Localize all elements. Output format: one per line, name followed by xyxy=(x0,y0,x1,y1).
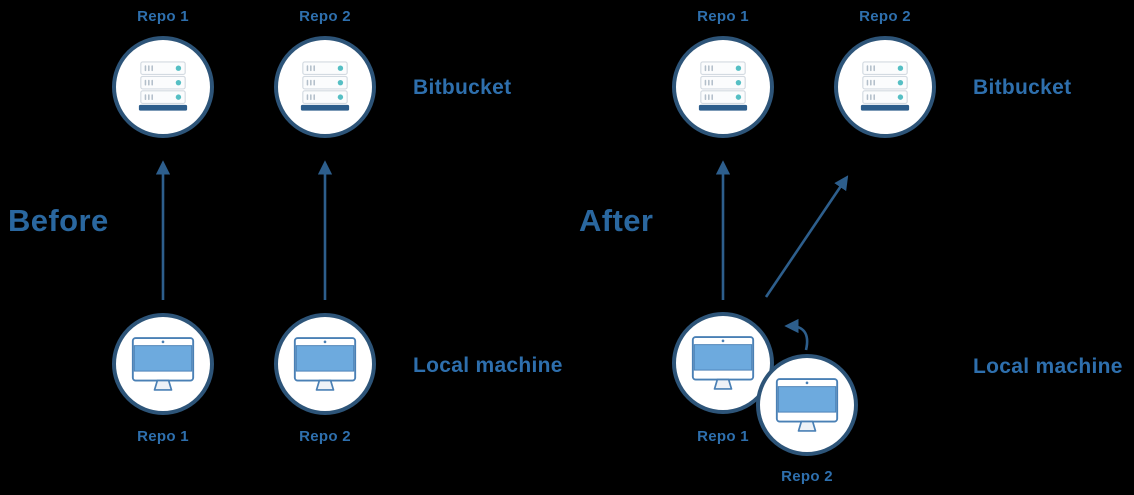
before-remote-repo1-node xyxy=(112,36,214,138)
server-stack-icon xyxy=(300,61,350,111)
after-local-repo1-node xyxy=(672,312,774,414)
before-local-repo2-node xyxy=(274,313,376,415)
desktop-computer-icon xyxy=(131,336,195,391)
after-local-repo1-label: Repo 1 xyxy=(697,428,749,445)
after-local-repo2-label: Repo 2 xyxy=(781,468,833,485)
server-stack-icon xyxy=(860,61,910,111)
desktop-computer-icon xyxy=(775,377,839,432)
before-bitbucket-label: Bitbucket xyxy=(413,76,512,99)
before-local-machine-label: Local machine xyxy=(413,354,563,377)
after-local-machine-label: Local machine xyxy=(973,355,1123,378)
after-remote-repo1-label: Repo 1 xyxy=(697,8,749,25)
after-bitbucket-label: Bitbucket xyxy=(973,76,1072,99)
before-local-repo1-node xyxy=(112,313,214,415)
before-local-repo1-label: Repo 1 xyxy=(137,428,189,445)
arrow-up-right-icon xyxy=(764,175,849,298)
before-remote-repo2-node xyxy=(274,36,376,138)
curved-arrow-icon xyxy=(784,318,809,351)
server-stack-icon xyxy=(698,61,748,111)
after-remote-repo2-node xyxy=(834,36,936,138)
before-remote-repo1-label: Repo 1 xyxy=(137,8,189,25)
after-remote-repo2-label: Repo 2 xyxy=(859,8,911,25)
after-remote-repo1-node xyxy=(672,36,774,138)
after-local-repo2-node xyxy=(756,354,858,456)
before-remote-repo2-label: Repo 2 xyxy=(299,8,351,25)
before-heading: Before xyxy=(8,203,109,238)
server-stack-icon xyxy=(138,61,188,111)
desktop-computer-icon xyxy=(691,335,755,390)
desktop-computer-icon xyxy=(293,336,357,391)
after-heading: After xyxy=(579,203,654,238)
before-local-repo2-label: Repo 2 xyxy=(299,428,351,445)
